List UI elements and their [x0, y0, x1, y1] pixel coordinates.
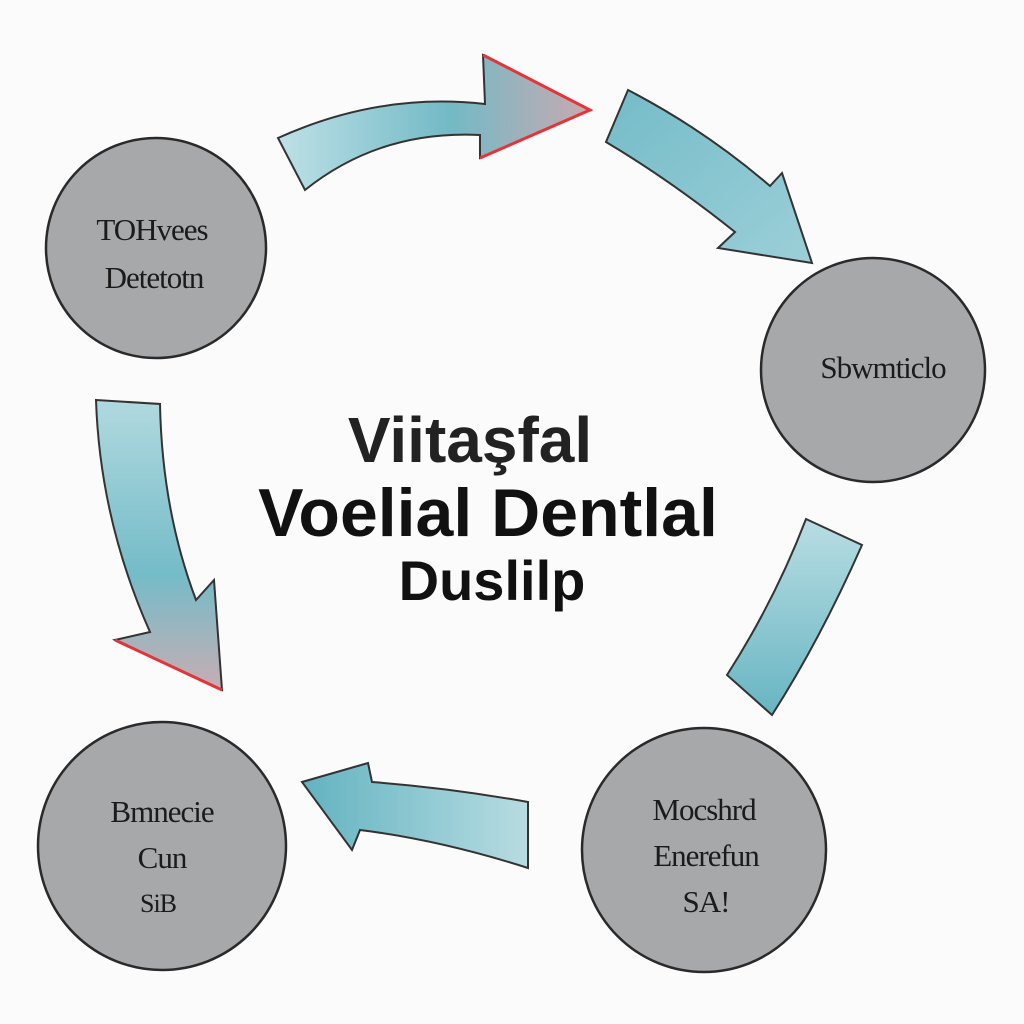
- node-bottom-right: Mocshrd Enerefun SA!: [580, 726, 828, 974]
- arrow-top-right: [604, 88, 814, 265]
- center-title: Viitaşfal Voelial Dentlal Duslilp: [258, 404, 718, 612]
- arrow-bottom: [300, 761, 529, 870]
- node-bottom-left-line-3: SiB: [140, 889, 177, 918]
- center-title-line-1: Viitaşfal: [348, 404, 592, 476]
- node-top-left: TOHvees Detetotn: [44, 136, 268, 360]
- node-top-left-line-2: Detetotn: [105, 260, 205, 295]
- node-top-left-line-1: TOHvees: [96, 212, 207, 247]
- node-bottom-right-line-3: SA!: [683, 884, 730, 919]
- node-bottom-right-line-2: Enerefun: [653, 838, 760, 873]
- node-bottom-right-line-1: Mocshrd: [652, 792, 757, 827]
- node-right: Sbwmticlo: [759, 256, 987, 484]
- node-right-line-1: Sbwmticlo: [820, 350, 946, 385]
- arrow-top: [276, 53, 594, 192]
- node-bottom-left-line-2: Cun: [138, 840, 188, 875]
- node-bottom-left: Bmnecie Cun SiB: [36, 720, 288, 972]
- arrow-left: [94, 398, 224, 692]
- node-bottom-left-line-1: Bmnecie: [110, 794, 213, 829]
- center-title-line-2: Voelial Dentlal: [258, 475, 718, 551]
- center-title-line-3: Duslilp: [399, 549, 586, 612]
- arrow-right-lower: [725, 517, 864, 717]
